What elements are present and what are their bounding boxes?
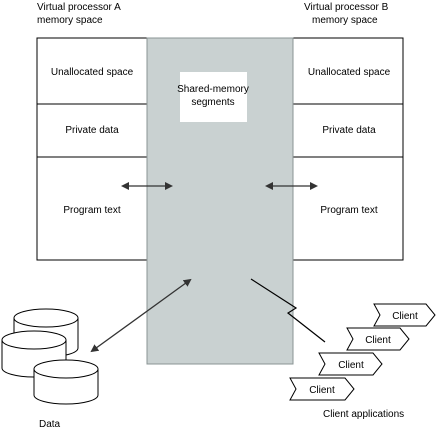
vp-a-title-line2: memory space (37, 15, 103, 26)
client-shape-4: Client (289, 377, 355, 401)
database-cylinders (1, 308, 99, 405)
client-label-2: Client (365, 335, 391, 346)
vp-b-unallocated-label: Unallocated space (308, 67, 391, 78)
client-connection-line (250, 278, 326, 343)
shared-memory-label-line1: Shared-memory (177, 84, 249, 95)
data-label: Data (39, 419, 61, 430)
vp-a-unallocated-label: Unallocated space (51, 67, 134, 78)
client-shape-2: Client (346, 327, 410, 351)
client-label-4: Client (309, 385, 335, 396)
client-shape-3: Client (318, 352, 383, 376)
client-shape-1: Client (373, 303, 436, 327)
client-applications-label: Client applications (323, 409, 404, 420)
vp-a-title-line1: Virtual processor A (37, 2, 121, 13)
shared-memory-label-line2: segments (191, 97, 234, 108)
vp-b-program-text-label: Program text (320, 205, 377, 216)
vp-b-title-line2: memory space (312, 15, 378, 26)
vp-b-memory-box: Unallocated space Private data Program t… (292, 37, 404, 261)
client-label-3: Client (338, 360, 364, 371)
vp-b-title-line1: Virtual processor B (304, 2, 389, 13)
client-label-1: Client (392, 311, 418, 322)
vp-a-private-data-label: Private data (65, 125, 119, 136)
database-cylinder-front-icon (33, 359, 99, 405)
shared-memory-label-box: Shared-memory segments (177, 72, 249, 122)
data-shared-arrow (90, 278, 192, 353)
vp-b-private-data-label: Private data (322, 125, 376, 136)
vp-a-program-text-label: Program text (63, 205, 120, 216)
vp-a-memory-box: Unallocated space Private data Program t… (36, 37, 148, 261)
